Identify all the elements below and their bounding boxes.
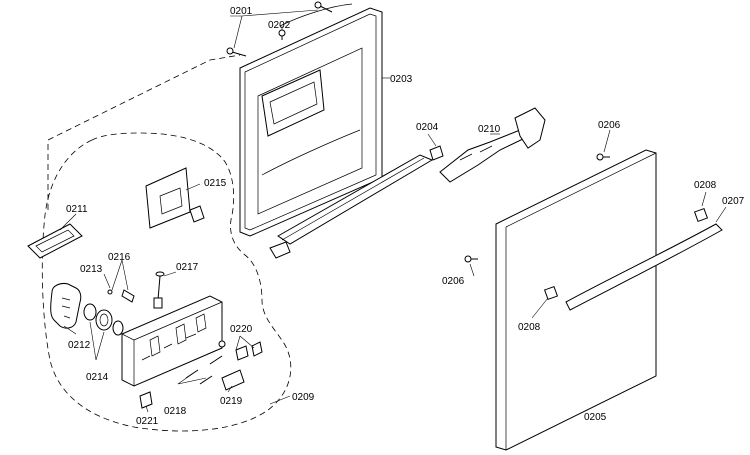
leader-lines: [59, 9, 727, 413]
label-0204: 0204: [416, 122, 439, 133]
switch-0217: [153, 271, 165, 309]
guide-line-dashed: [47, 54, 241, 210]
label-0208-a: 0208: [694, 180, 717, 191]
small-pins-0216: [107, 289, 135, 303]
label-0218: 0218: [164, 406, 187, 417]
screw-0201-a: [226, 47, 247, 57]
label-0214: 0214: [86, 372, 109, 383]
screw-0206-b: [464, 255, 478, 263]
assembly-group-outline: [41, 132, 292, 432]
plate-0221: [139, 391, 153, 409]
control-module-housing: [121, 295, 223, 387]
label-0205: 0205: [584, 412, 607, 423]
label-0207: 0207: [722, 196, 745, 207]
door-handle: [565, 223, 723, 311]
label-0212: 0212: [68, 340, 91, 351]
end-cap-0208-b: [543, 285, 559, 301]
end-cap-0208-a: [693, 207, 709, 223]
bottom-trim-strip: [269, 145, 444, 259]
label-0220: 0220: [230, 324, 253, 335]
label-0210: 0210: [478, 124, 501, 135]
inner-door-panel: [239, 3, 383, 237]
label-0221: 0221: [136, 416, 159, 427]
label-0208-b: 0208: [518, 322, 541, 333]
label-0209: 0209: [292, 392, 315, 403]
label-0206-a: 0206: [598, 120, 621, 131]
screw-0201-b: [314, 1, 333, 13]
clip-0202: [278, 29, 286, 40]
dispenser-knob: [50, 283, 82, 329]
label-0219: 0219: [220, 396, 243, 407]
screw-0206-a: [596, 153, 610, 161]
contact-clips-0220: [218, 340, 263, 361]
hinge-bracket: [439, 107, 546, 183]
label-0217: 0217: [176, 262, 199, 273]
label-0215: 0215: [204, 178, 227, 189]
seal-rings: [83, 303, 124, 336]
label-0201: 0201: [230, 6, 253, 17]
cover-bracket: [145, 167, 205, 229]
label-0202: 0202: [268, 20, 291, 31]
label-0203: 0203: [390, 74, 413, 85]
label-0211: 0211: [66, 204, 88, 215]
label-0216: 0216: [108, 252, 131, 263]
sensor-0219: [221, 369, 245, 391]
label-0206-b: 0206: [442, 276, 465, 287]
gasket-frame: [27, 223, 83, 259]
label-0213: 0213: [80, 264, 103, 275]
